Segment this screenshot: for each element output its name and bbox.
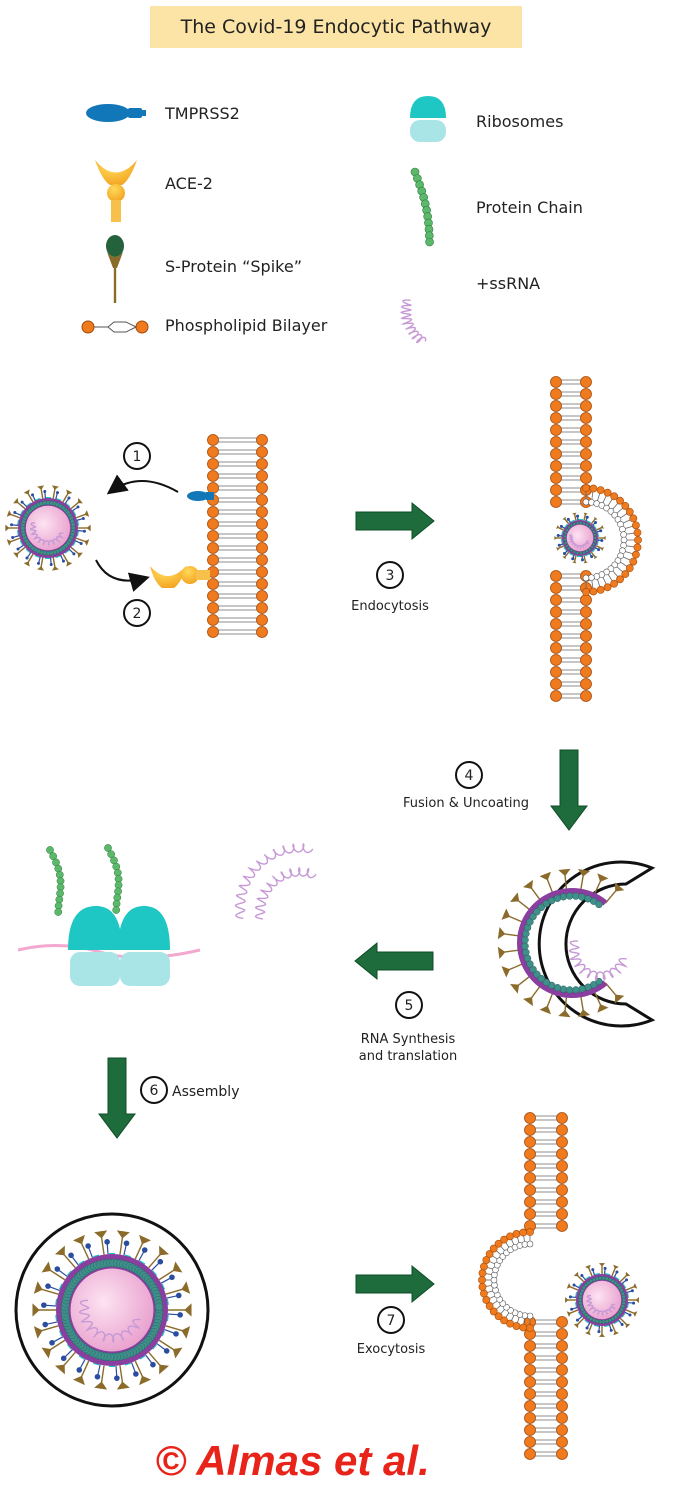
credit-watermark: © Almas et al. [0, 1437, 585, 1485]
step-5-label-line1: RNA Synthesis [361, 1032, 456, 1047]
svg-text:7: 7 [387, 1313, 396, 1329]
exocytosis-bulge [478, 1228, 534, 1332]
endocytosis-membrane-upper [550, 376, 592, 508]
svg-text:2: 2 [133, 606, 142, 622]
endosome-bulge [582, 484, 642, 596]
step-4-marker: 4 [455, 761, 483, 789]
virus-assembled-rna [78, 1299, 141, 1344]
virus-assembled [32, 1230, 192, 1390]
cell-membrane-entry [207, 434, 268, 638]
legend-ace2-label: ACE-2 [165, 174, 213, 193]
page-title: The Covid-19 Endocytic Pathway [180, 16, 492, 38]
binding-arrow-2 [95, 559, 150, 592]
rna-copies-b [254, 866, 317, 920]
exocytosis-membrane-upper [524, 1112, 568, 1232]
credit-text: © Almas et al. [155, 1437, 430, 1484]
spike-legend-icon [106, 235, 124, 303]
fusion-arrow [550, 749, 588, 831]
ace2-legend-icon [95, 160, 137, 222]
step-5-marker: 5 [395, 991, 423, 1019]
legend-ribosomes-label: Ribosomes [476, 112, 563, 131]
endocytosis-arrow [355, 501, 435, 541]
ribosome-legend-icon [410, 96, 446, 142]
svg-text:1: 1 [133, 449, 142, 465]
step-7-label: Exocytosis [357, 1342, 426, 1357]
step-7-marker: 7 [377, 1306, 405, 1334]
endocytosis-membrane-lower [550, 570, 592, 702]
binding-arrow-1 [106, 474, 179, 495]
tmprss2-legend-icon [86, 104, 146, 122]
step-6-marker: 6 [140, 1076, 168, 1104]
virus-approach-rna [29, 522, 64, 547]
rna-synthesis-arrow [354, 941, 434, 981]
legend-spike-label: S-Protein “Spike” [165, 257, 302, 276]
virus-released-rna [585, 1294, 616, 1317]
rna-copies-a [234, 842, 314, 920]
endosome-fusion [537, 860, 656, 1028]
virus-approach [5, 485, 91, 571]
step-2-marker: 2 [123, 599, 151, 627]
step-6-label: Assembly [172, 1084, 239, 1100]
ssrna-coil [400, 299, 427, 344]
legend-protein-chain-label: Protein Chain [476, 198, 583, 217]
exocytosis-arrow [355, 1264, 435, 1304]
svg-text:4: 4 [465, 768, 474, 784]
svg-text:3: 3 [386, 568, 395, 584]
svg-text:5: 5 [405, 998, 414, 1014]
svg-text:6: 6 [150, 1083, 159, 1099]
legend-bilayer-label: Phospholipid Bilayer [165, 316, 328, 335]
legend-tmprss2-label: TMPRSS2 [164, 104, 240, 123]
tmprss2-receptor [187, 491, 214, 501]
step-1-marker: 1 [123, 442, 151, 470]
ssrna-legend-icon [400, 299, 427, 344]
title-banner: The Covid-19 Endocytic Pathway [150, 6, 522, 48]
exocytosis-membrane-lower [524, 1316, 568, 1460]
ribosome-translation [17, 842, 317, 986]
step-4-label: Fusion & Uncoating [403, 796, 529, 811]
ace2-receptor [150, 566, 210, 588]
virus-released [565, 1263, 639, 1337]
virus-endocytosed-rna [568, 534, 590, 550]
virus-uncoating [497, 868, 629, 1018]
protein-chain-legend-icon [410, 167, 434, 247]
legend-ssrna-label: +ssRNA [476, 274, 540, 293]
bilayer-legend-icon [81, 320, 149, 334]
step-3-marker: 3 [376, 561, 404, 589]
released-rna [568, 940, 629, 981]
step-3-label: Endocytosis [351, 599, 429, 614]
assembly-arrow [98, 1057, 136, 1139]
step-5-label-line2: and translation [359, 1049, 458, 1064]
virus-endocytosed [554, 512, 606, 564]
